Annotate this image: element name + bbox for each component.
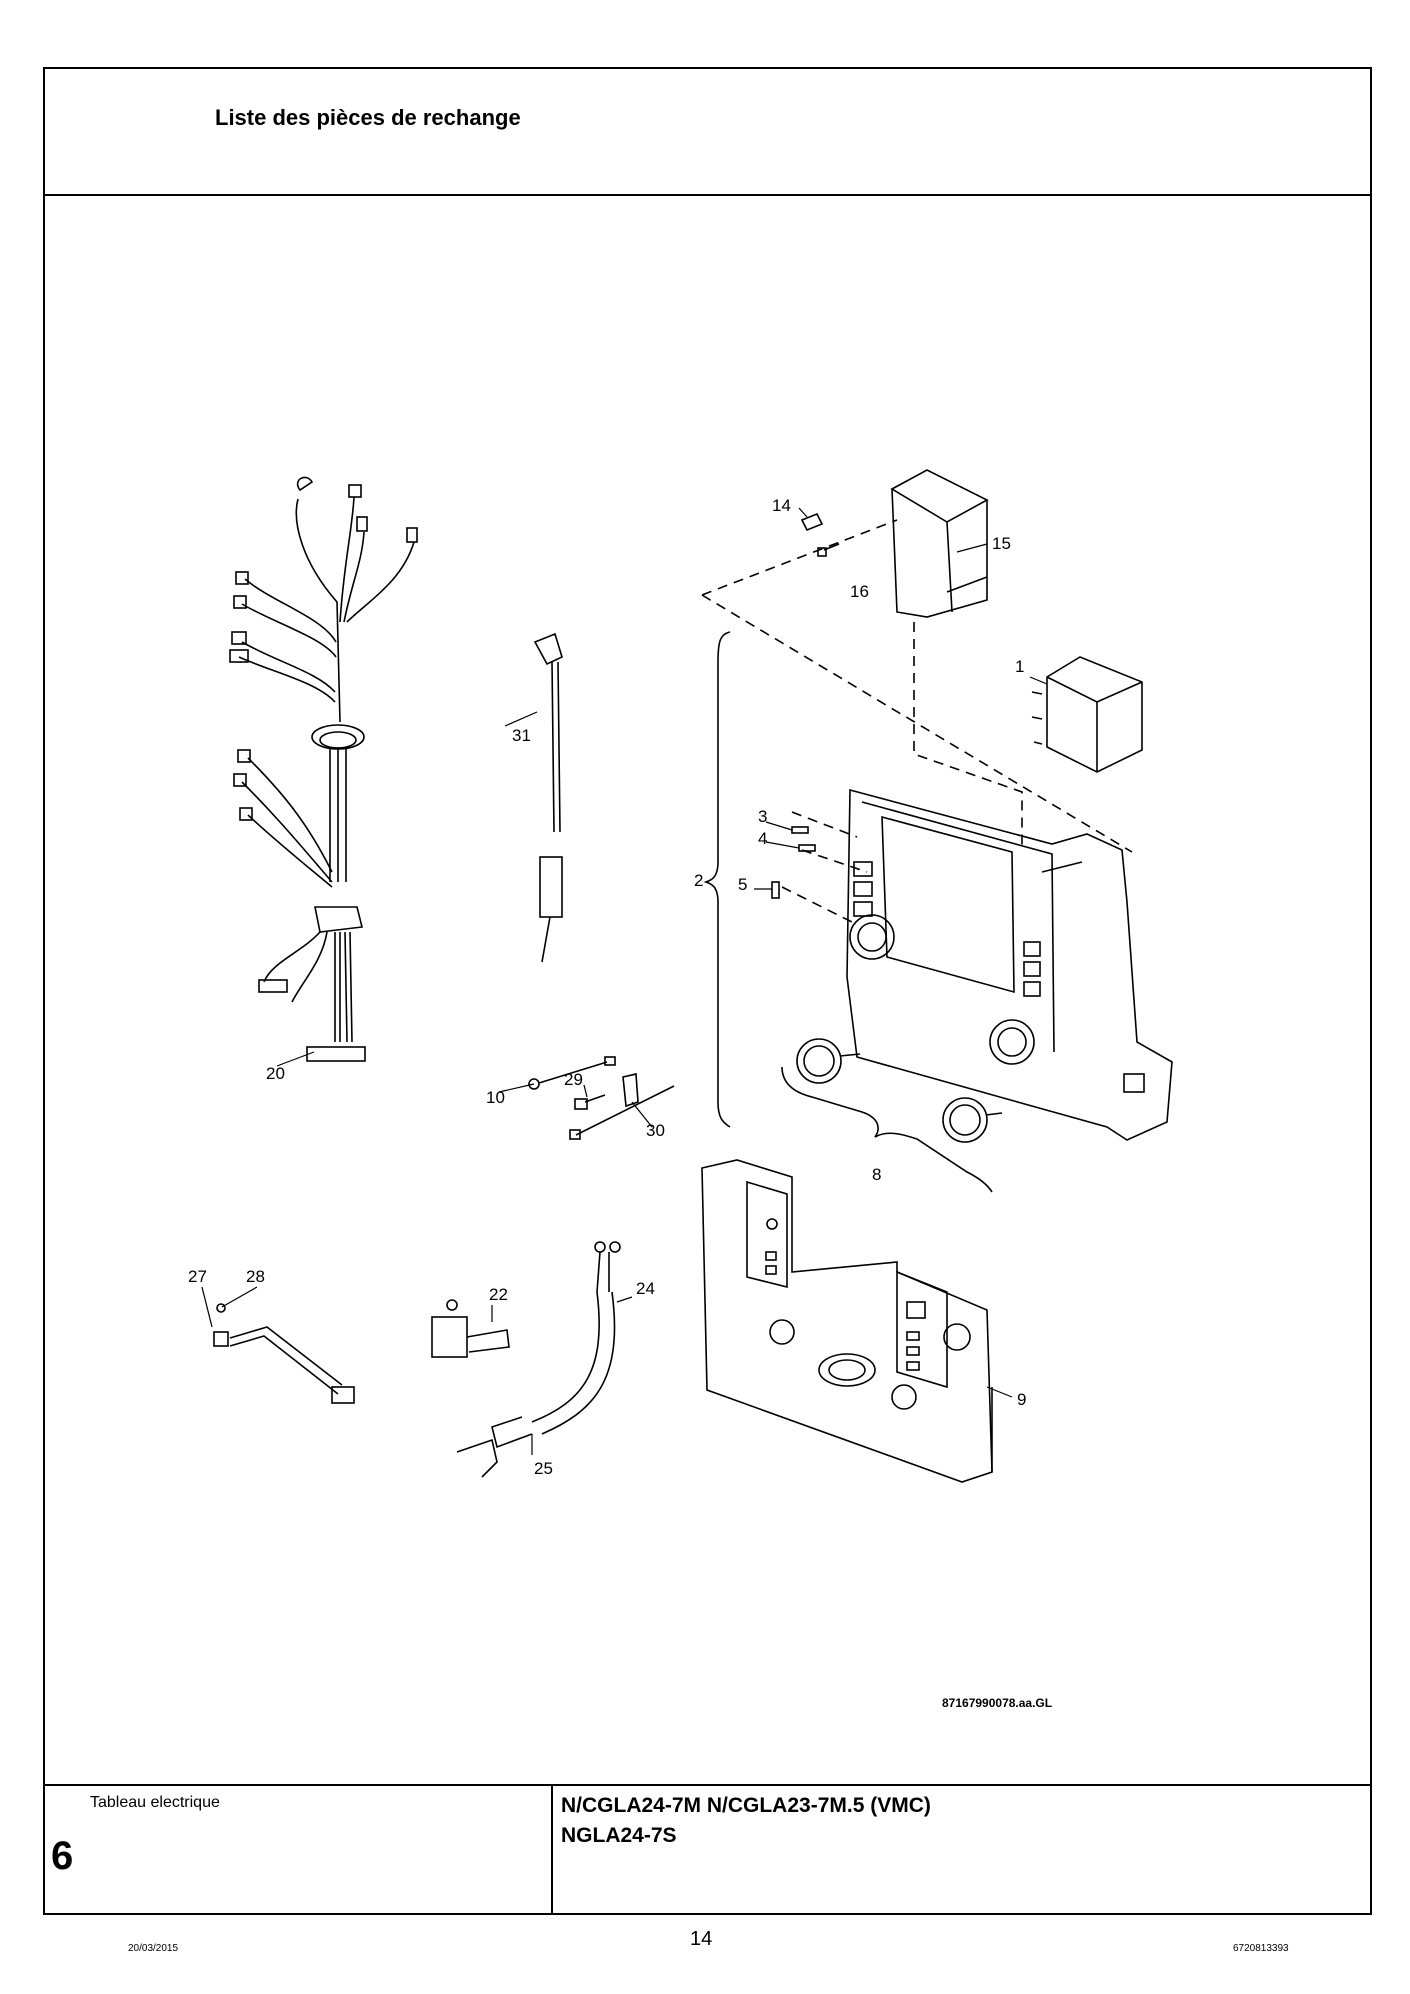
exploded-view-drawing: 1 2 3 4 5 8 9 10 14 15 16 20 22 24 25 27… (45, 196, 1370, 1784)
part-1-module (1031, 656, 1143, 773)
part-27-28-cable (213, 1303, 355, 1404)
part-10-wire (528, 1056, 616, 1090)
section-name: Tableau electrique (90, 1794, 220, 1811)
part-2-control-unit (846, 788, 1173, 1141)
callout-28: 28 (246, 1267, 265, 1286)
part-20-wiring-harness (229, 476, 418, 1062)
part-29-30-screw-bracket (569, 1073, 675, 1140)
callout-24: 24 (636, 1279, 655, 1298)
section-block: Tableau electrique 6 (45, 1786, 553, 1915)
reference-code: 87167990078.aa.GL (942, 1696, 1052, 1710)
print-date: 20/03/2015 (128, 1943, 179, 1954)
header: Liste des pièces de rechange (45, 69, 1370, 196)
callout-leaders (201, 507, 1048, 1455)
callout-1: 1 (1015, 657, 1024, 676)
part-22-connector (431, 1299, 510, 1358)
callout-15: 15 (992, 534, 1011, 553)
section-number: 6 (51, 1834, 74, 1878)
callout-3: 3 (758, 807, 767, 826)
callout-30: 30 (646, 1121, 665, 1140)
page-frame: Liste des pièces de rechange (43, 67, 1372, 1915)
callout-8: 8 (872, 1165, 881, 1184)
callout-29: 29 (564, 1070, 583, 1089)
callout-5: 5 (738, 875, 747, 894)
parts-diagram: 1 2 3 4 5 8 9 10 14 15 16 20 22 24 25 27… (188, 469, 1173, 1710)
part-8-brace (781, 1066, 993, 1193)
document-number: 6720813393 (1233, 1943, 1289, 1954)
callout-20: 20 (266, 1064, 285, 1083)
part-24-25-hose (456, 1241, 621, 1478)
model-line-2: NGLA24-7S (561, 1824, 677, 1847)
model-line-1: N/CGLA24-7M N/CGLA23-7M.5 (VMC) (561, 1794, 931, 1817)
page-title: Liste des pièces de rechange (215, 105, 521, 130)
part-3-4-5-pins (771, 826, 816, 899)
callout-2: 2 (694, 871, 703, 890)
callout-22: 22 (489, 1285, 508, 1304)
part-9-front-panel (701, 1159, 993, 1483)
callout-9: 9 (1017, 1390, 1026, 1409)
callout-14: 14 (772, 496, 791, 515)
callout-labels: 1 2 3 4 5 8 9 10 14 15 16 20 22 24 25 27… (188, 496, 1052, 1710)
callout-16: 16 (850, 582, 869, 601)
part-8-knobs (796, 1038, 1003, 1143)
part-2-brace (703, 631, 731, 1128)
callout-31: 31 (512, 726, 531, 745)
callout-10: 10 (486, 1088, 505, 1107)
part-15-cover-bracket (890, 469, 989, 618)
page-number: 14 (690, 1928, 713, 1950)
callout-25: 25 (534, 1459, 553, 1478)
part-31-sensor-cable (533, 632, 563, 963)
assembly-leaders (701, 519, 1133, 923)
callout-4: 4 (758, 829, 767, 848)
footer: Tableau electrique 6 N/CGLA24-7M N/CGLA2… (45, 1784, 1370, 1915)
callout-27: 27 (188, 1267, 207, 1286)
